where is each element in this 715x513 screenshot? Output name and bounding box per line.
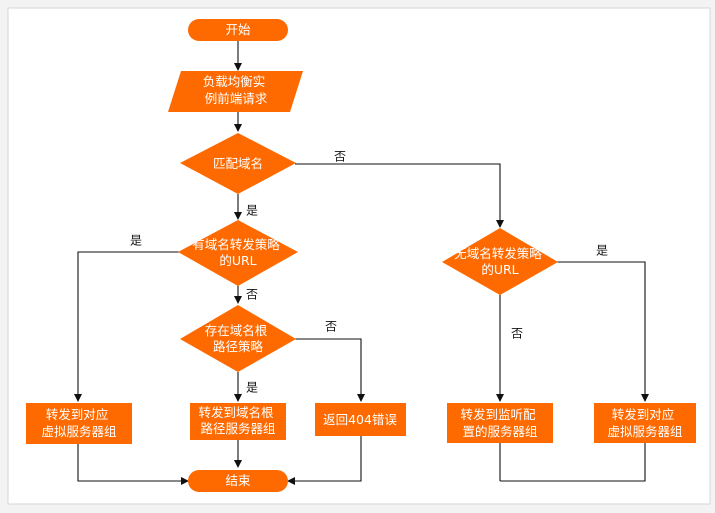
return-404-node: 返回404错误	[315, 403, 406, 436]
edge-label-has-policy-no: 否	[246, 288, 258, 302]
edge-match-no	[295, 163, 504, 228]
fwd-root-group-label-line: 转发到域名根	[199, 405, 275, 420]
no-domain-policy-node: 无域名转发策略 的URL	[442, 228, 558, 295]
fwd-vsg-right-label-line: 虚拟服务器组	[607, 424, 682, 439]
no-domain-policy-label-line: 无域名转发策略	[454, 246, 542, 261]
fwd-root-group-node: 转发到域名根 路径服务器组	[190, 403, 286, 440]
end-shape	[188, 470, 288, 492]
no-domain-policy-shape	[442, 228, 558, 295]
fwd-listener-group-label: 转发到监听配 置的服务器组	[461, 407, 540, 439]
edge-label-has-policy-yes: 是	[130, 234, 142, 248]
match-domain-node: 匹配域名	[180, 133, 296, 194]
domain-root-policy-label-line: 存在域名根	[205, 323, 268, 338]
fwd-vsg-right-shape	[594, 403, 696, 443]
edge-label-no-policy-yes: 是	[596, 244, 608, 258]
has-domain-policy-label-line: 的URL	[219, 253, 256, 268]
edge-right-to-end-bus	[500, 443, 646, 482]
return-404-label: 返回404错误	[323, 412, 397, 427]
edge-label-match-no: 否	[334, 150, 346, 164]
domain-root-policy-label-line: 路径策略	[213, 339, 264, 354]
request-shape	[168, 71, 303, 112]
request-label-line: 负载均衡实	[203, 74, 266, 89]
end-node: 结束	[188, 470, 288, 492]
domain-root-policy-node: 存在域名根 路径策略	[180, 305, 296, 372]
no-domain-policy-label: 无域名转发策略 的URL	[454, 246, 546, 277]
fwd-listener-group-label-line: 转发到监听配	[461, 407, 537, 422]
fwd-vsg-left-label-line: 虚拟服务器组	[41, 424, 116, 439]
request-label: 负载均衡实 例前端请求	[203, 74, 270, 106]
fwd-vsg-left-node: 转发到对应 虚拟服务器组	[26, 403, 132, 444]
match-domain-label: 匹配域名	[213, 156, 263, 171]
fwd-listener-group-shape	[447, 403, 553, 443]
has-domain-policy-shape	[178, 220, 298, 286]
fwd-vsg-right-label: 转发到对应 虚拟服务器组	[607, 407, 682, 439]
edge-label-root-policy-no: 否	[325, 320, 337, 334]
fwd-vsg-right-label-line: 转发到对应	[612, 407, 675, 422]
edge-label-root-policy-yes: 是	[246, 381, 258, 395]
fwd-root-group-shape	[190, 403, 286, 440]
start-shape	[188, 19, 288, 41]
end-label: 结束	[225, 473, 251, 488]
fwd-vsg-left-shape	[26, 403, 132, 444]
edge-left-to-end	[77, 444, 189, 485]
edge-labels: 是 否 是 否 是 否 是 否	[130, 150, 608, 395]
has-domain-policy-label-line: 有域名转发策略	[192, 237, 280, 252]
edge-404-to-end	[287, 436, 362, 485]
fwd-listener-group-label-line: 置的服务器组	[462, 424, 537, 439]
edge-label-match-yes: 是	[246, 204, 258, 218]
start-label-line: 开始	[225, 22, 251, 37]
return-404-label-line: 返回404错误	[323, 412, 397, 427]
has-domain-policy-node: 有域名转发策略 的URL	[178, 220, 298, 286]
start-node: 开始	[188, 19, 288, 41]
has-domain-policy-label: 有域名转发策略 的URL	[192, 237, 284, 268]
fwd-listener-group-node: 转发到监听配 置的服务器组	[447, 403, 553, 443]
end-label-line: 结束	[225, 473, 251, 488]
fwd-vsg-left-label: 转发到对应 虚拟服务器组	[41, 407, 116, 439]
edge-label-no-policy-no: 否	[511, 327, 523, 341]
domain-root-policy-label: 存在域名根 路径策略	[205, 323, 272, 354]
edges	[74, 40, 649, 485]
edge-no-policy-yes	[557, 261, 649, 402]
start-label: 开始	[225, 22, 251, 37]
request-label-line: 例前端请求	[205, 91, 268, 106]
fwd-vsg-right-node: 转发到对应 虚拟服务器组	[594, 403, 696, 443]
edge-root-policy-no	[295, 338, 365, 402]
request-node: 负载均衡实 例前端请求	[168, 71, 303, 112]
match-domain-label-line: 匹配域名	[213, 156, 263, 171]
no-domain-policy-label-line: 的URL	[481, 262, 518, 277]
fwd-vsg-left-label-line: 转发到对应	[46, 407, 109, 422]
domain-root-policy-shape	[180, 305, 296, 372]
edge-has-policy-yes	[74, 251, 180, 402]
return-404-shape	[315, 403, 406, 436]
match-domain-shape	[180, 133, 296, 194]
nodes: 开始 负载均衡实 例前端请求 匹配域名 有域名转发策略	[26, 19, 696, 492]
fwd-root-group-label: 转发到域名根 路径服务器组	[199, 405, 278, 436]
fwd-root-group-label-line: 路径服务器组	[200, 421, 275, 436]
